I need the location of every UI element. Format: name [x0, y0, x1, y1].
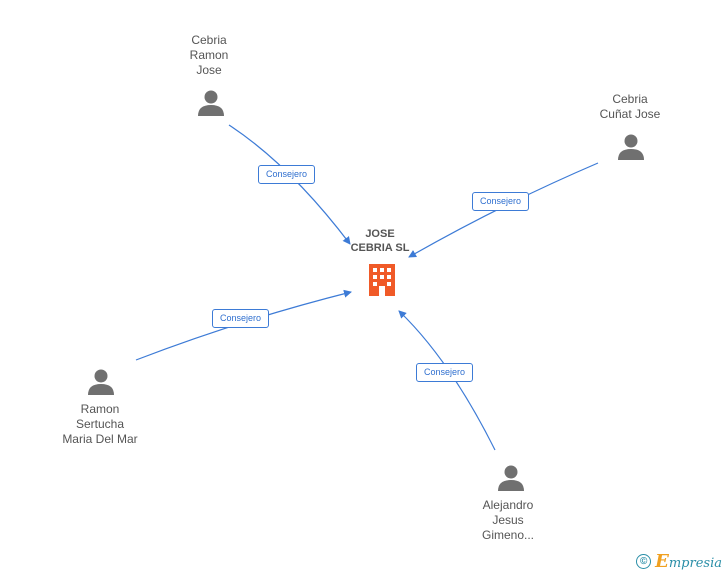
person-icon[interactable]	[616, 132, 646, 162]
edge-cebria-ramon-jose	[228, 124, 351, 245]
building-icon[interactable]	[366, 262, 398, 298]
edge-role-label: Consejero	[416, 363, 474, 382]
person-name[interactable]: Cebria Ramon Jose	[189, 33, 229, 77]
copyright-icon: ©	[636, 554, 652, 569]
company-name[interactable]: JOSE CEBRIA SL	[350, 228, 410, 254]
person-icon[interactable]	[496, 463, 526, 493]
edge-role-label: Consejero	[472, 192, 530, 211]
person-name[interactable]: Alejandro Jesus Gimeno...	[481, 498, 535, 542]
edge-role-label: Consejero	[212, 309, 270, 328]
brand-logo: Empresia	[655, 551, 722, 572]
person-name[interactable]: Ramon Sertucha Maria Del Mar	[62, 402, 138, 446]
person-icon[interactable]	[196, 88, 226, 118]
footer-watermark: © Empresia	[636, 551, 722, 572]
person-icon[interactable]	[86, 367, 116, 397]
person-name[interactable]: Cebria Cuñat Jose	[599, 92, 661, 121]
edge-role-label: Consejero	[258, 165, 316, 184]
